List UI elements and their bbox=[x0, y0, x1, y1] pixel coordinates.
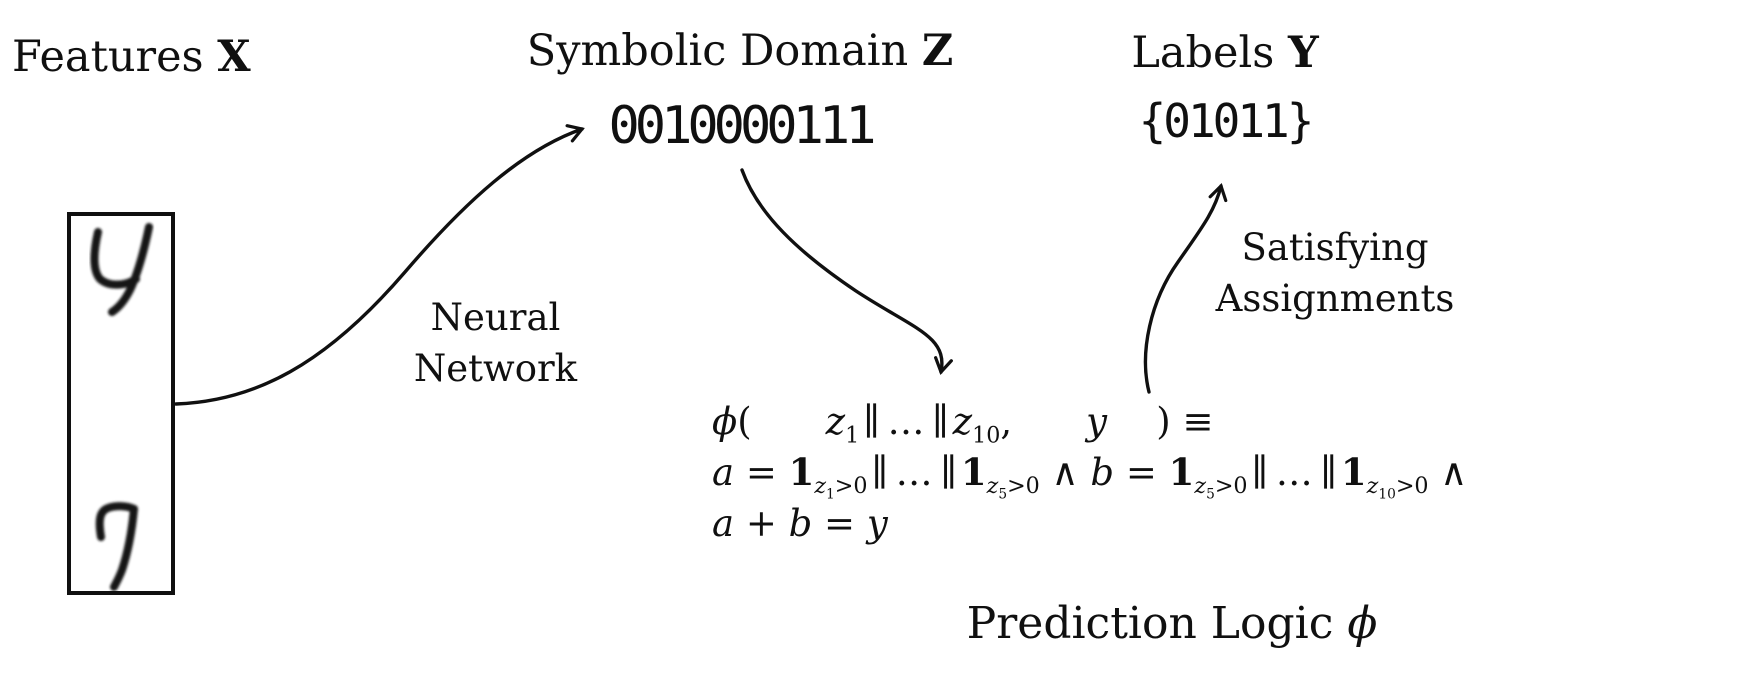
symbolic-binary-value: 0010000111 bbox=[608, 96, 876, 156]
symbolic-domain-symbol: Z bbox=[921, 26, 954, 76]
formula-line-3: a + b = y bbox=[712, 502, 888, 545]
features-header: Features X bbox=[12, 32, 251, 82]
labels-header: Labels Y bbox=[1090, 28, 1360, 78]
labels-label: Labels bbox=[1131, 28, 1288, 78]
symbolic-domain-header: Symbolic Domain Z bbox=[480, 26, 1000, 76]
satisfying-assignments-line2: Assignments bbox=[1215, 277, 1455, 320]
labels-symbol: Y bbox=[1287, 28, 1319, 78]
neural-network-line1: Neural bbox=[430, 296, 561, 339]
features-label: Features bbox=[12, 32, 218, 82]
satisfying-assignments-label: Satisfying Assignments bbox=[1200, 222, 1470, 324]
mnist-image-frame: 4 7 bbox=[67, 212, 175, 595]
arrow-symbolic-to-logic bbox=[740, 168, 953, 375]
mnist-digit-7-glyph: 7 bbox=[95, 502, 138, 591]
neural-network-line2: Network bbox=[413, 347, 578, 390]
labels-set-value: {01011} bbox=[1138, 94, 1315, 148]
prediction-logic-caption: Prediction Logic ϕ bbox=[952, 598, 1392, 649]
satisfying-assignments-line1: Satisfying bbox=[1241, 226, 1429, 269]
mnist-digits-canvas: 4 7 bbox=[90, 223, 153, 591]
prediction-logic-caption-text: Prediction Logic bbox=[966, 598, 1348, 649]
symbolic-domain-label: Symbolic Domain bbox=[526, 26, 922, 76]
formula-line-1: ϕ( z1 ∥ … ∥ z10, y ) ≡ bbox=[712, 400, 1214, 449]
features-symbol: X bbox=[217, 32, 251, 82]
prediction-logic-formula: ϕ( z1 ∥ … ∥ z10, y ) ≡ a = 1z1>0 ∥ … ∥ 1… bbox=[712, 396, 1467, 549]
neural-network-label: Neural Network bbox=[393, 292, 598, 394]
mnist-digit-4-glyph: 4 bbox=[90, 223, 153, 316]
phi-symbol: ϕ bbox=[1347, 598, 1378, 649]
formula-line-2: a = 1z1>0 ∥ … ∥ 1z5>0 ∧ b = 1z5>0 ∥ … ∥ … bbox=[712, 450, 1468, 503]
